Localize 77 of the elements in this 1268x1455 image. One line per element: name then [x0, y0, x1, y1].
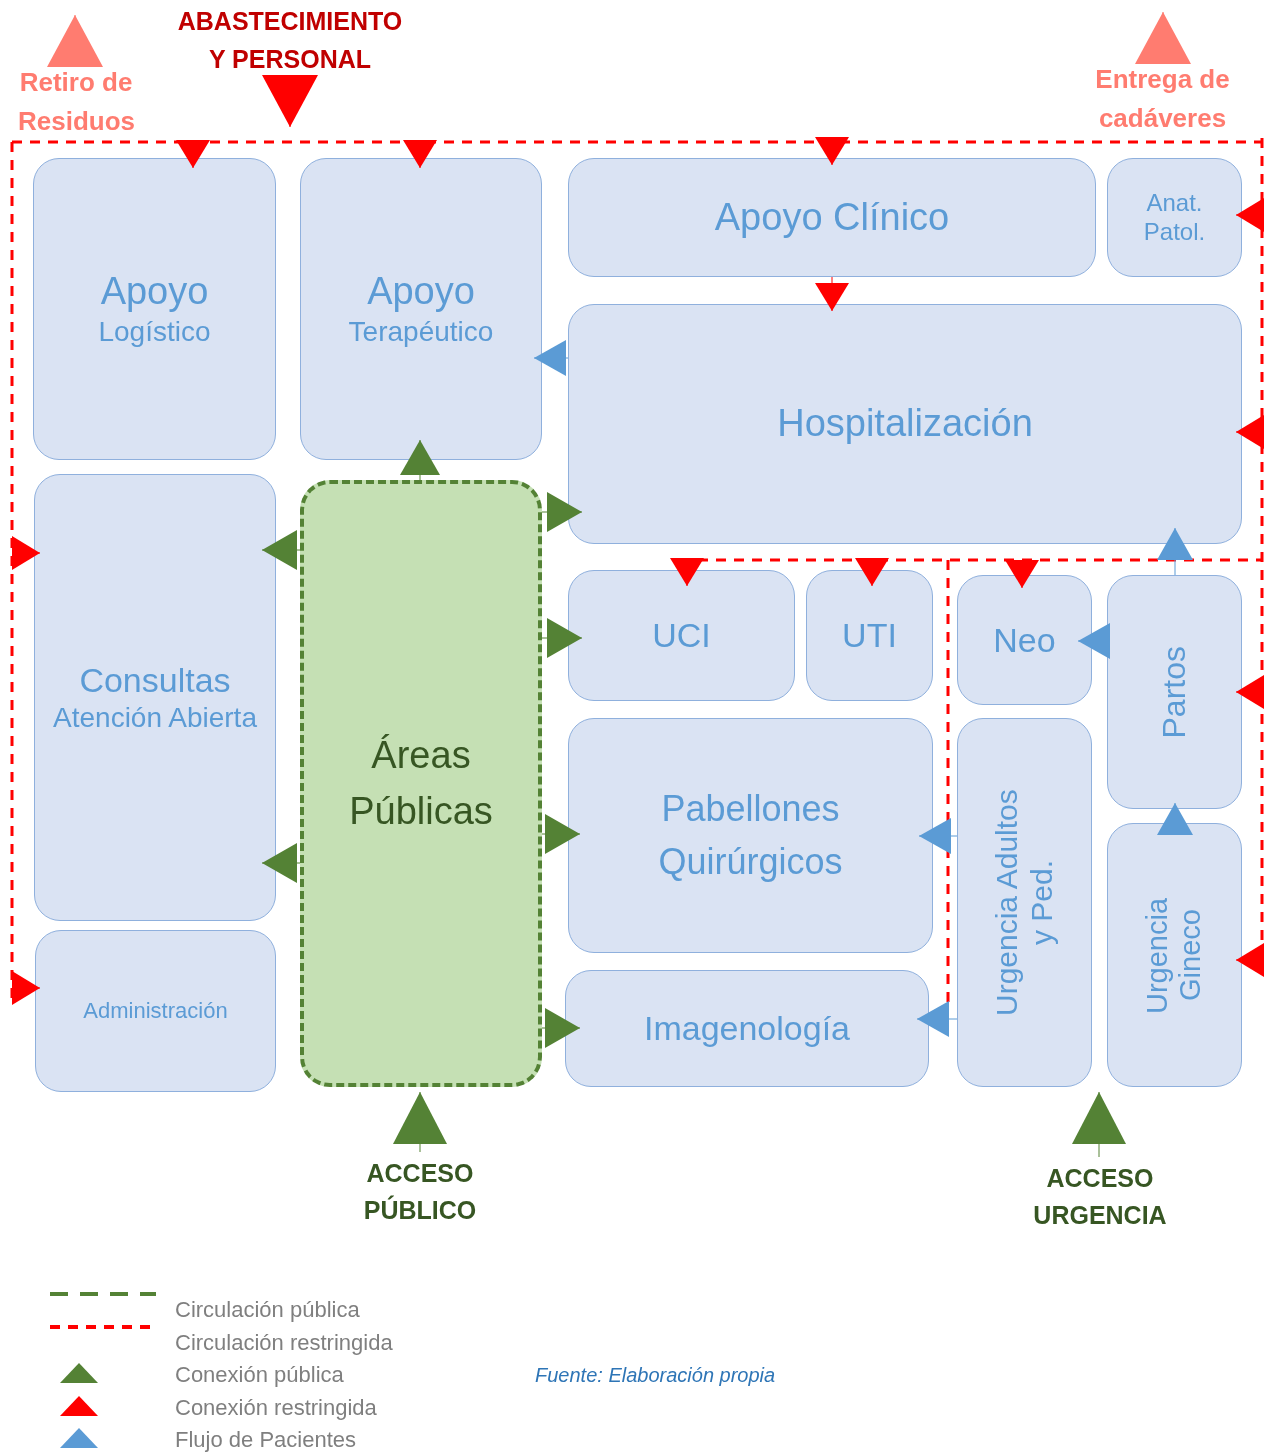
area-box: [1107, 158, 1242, 277]
connection-arrow: [918, 820, 958, 852]
connection-arrow: [261, 532, 301, 568]
area-label: UTI: [842, 615, 897, 656]
area-box: [957, 575, 1092, 705]
connection-arrow: [1077, 625, 1110, 657]
area-box: [568, 304, 1242, 544]
area-box: [34, 474, 276, 921]
connection-arrow: [1235, 418, 1265, 446]
area-box: [568, 158, 1096, 277]
annotation-label: Retiro de Residuos: [18, 66, 134, 138]
area-label: Anat. Patol.: [1142, 188, 1207, 247]
connection-arrow: [818, 136, 846, 166]
connection-arrow: [261, 845, 301, 881]
connection-arrow: [11, 974, 41, 1002]
area-box: [568, 718, 933, 953]
connection-arrow: [541, 816, 581, 852]
area-label: UCI: [652, 615, 711, 656]
area-box: [1107, 575, 1242, 809]
public-area-box: [300, 480, 542, 1087]
connection-arrow: [1008, 559, 1036, 589]
area-label: Administración: [83, 997, 228, 1025]
area-box: [957, 718, 1092, 1087]
area-label: Urgencia Adultos y Ped.: [990, 788, 1059, 1018]
area-label: Pabellones Quirúrgicos: [657, 787, 844, 884]
area-box: [568, 570, 795, 701]
connection-arrow: [541, 620, 583, 656]
area-sublabel: Logístico: [98, 315, 211, 349]
legend-label: Conexión pública: [175, 1362, 344, 1388]
connection-arrow: [1159, 527, 1191, 576]
legend-label: Flujo de Pacientes: [175, 1427, 356, 1453]
connection-arrow: [179, 139, 207, 169]
area-sublabel: Atención Abierta: [53, 701, 257, 735]
area-label: Apoyo: [367, 269, 475, 315]
connection-arrow: [402, 439, 438, 481]
source-note: Fuente: Elaboración propia: [535, 1364, 776, 1387]
connection-arrow: [1137, 11, 1189, 64]
legend-label: Circulación restringida: [175, 1329, 393, 1356]
area-box: [300, 158, 542, 460]
area-box: [806, 570, 933, 701]
legend-label: Conexión restringida: [175, 1394, 377, 1421]
area-label: Imagenología: [643, 1008, 850, 1049]
connection-arrow: [916, 1003, 958, 1035]
area-label: Apoyo Clínico: [714, 194, 950, 240]
area-box: [565, 970, 929, 1087]
annotation-label: ACCESO PÚBLICO: [362, 1157, 478, 1226]
area-label: Neo: [993, 619, 1056, 661]
connection-arrow: [1235, 946, 1265, 974]
annotation-label: Entrega de cadáveres: [1094, 63, 1231, 135]
legend-label: Circulación pública: [175, 1297, 360, 1323]
area-box: [35, 930, 276, 1092]
annotation-label: ABASTECIMIENTO Y PERSONAL: [176, 6, 404, 75]
connection-arrow: [1159, 802, 1191, 835]
connection-arrow: [11, 539, 41, 567]
connection-arrow: [858, 557, 886, 587]
connection-arrow: [1073, 1091, 1125, 1158]
area-box: [1107, 823, 1242, 1087]
annotation-label: ACCESO URGENCIA: [1032, 1162, 1168, 1231]
connection-arrow: [541, 494, 583, 530]
connection-arrow: [1235, 678, 1265, 706]
area-box: [33, 158, 276, 460]
connection-arrow: [264, 75, 316, 128]
connection-arrow: [49, 14, 101, 67]
area-label: Apoyo: [100, 269, 209, 315]
connection-arrow: [406, 139, 434, 169]
area-label: Áreas Públicas: [348, 733, 494, 834]
connection-arrow: [1235, 201, 1265, 229]
area-label: Urgencia Gineco: [1141, 895, 1208, 1016]
connection-arrow: [541, 1010, 581, 1046]
connection-arrow: [818, 276, 846, 312]
connection-arrow: [394, 1091, 446, 1153]
connection-arrow: [533, 342, 569, 374]
area-label: Partos: [1156, 645, 1193, 739]
connection-arrow: [673, 557, 701, 587]
area-label: Hospitalización: [777, 401, 1033, 447]
area-sublabel: Terapéutico: [348, 315, 494, 349]
area-label: Consultas: [79, 660, 231, 702]
